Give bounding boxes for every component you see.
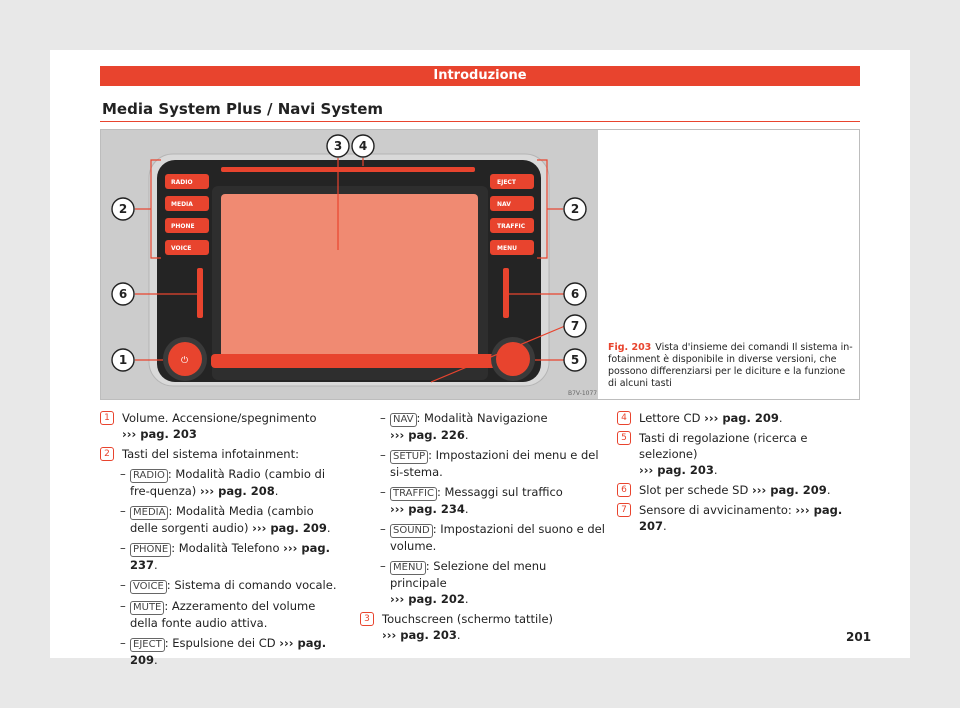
page-reference: ››› pag. 209 bbox=[130, 636, 327, 667]
legend-subitem: –SETUP: Impostazioni dei menu e del si-s… bbox=[380, 448, 599, 479]
legend-item: 3 Touchscreen (schermo tattile) ››› pag.… bbox=[360, 611, 605, 643]
legend-item: 5 Tasti di regolazione (ricerca e selezi… bbox=[617, 430, 860, 478]
legend-subitem: –MUTE: Azzeramento del volume della font… bbox=[120, 599, 316, 630]
page-reference: ››› pag. 209 bbox=[704, 411, 779, 425]
svg-text:⏻: ⏻ bbox=[181, 355, 188, 366]
legend-subitem: –PHONE: Modalità Telefono ››› pag. 237. bbox=[120, 541, 330, 572]
callout-4: 4 bbox=[359, 139, 367, 153]
page-reference: ››› pag. 202 bbox=[390, 592, 465, 606]
title-rule bbox=[100, 121, 860, 122]
legend-item: 2 Tasti del sistema infotainment: bbox=[100, 446, 345, 462]
button-nav: NAV bbox=[497, 201, 511, 208]
subitem-text: : Azzeramento del volume della fonte aud… bbox=[130, 599, 316, 630]
item-text: Lettore CD bbox=[639, 411, 701, 425]
item-number: 1 bbox=[100, 411, 114, 425]
subitem-text: : Modalità Media (cambio delle sorgenti … bbox=[130, 504, 314, 535]
key-voice: VOICE bbox=[130, 580, 167, 594]
page-reference: ››› pag. 237 bbox=[130, 541, 330, 572]
item-number: 3 bbox=[360, 612, 374, 626]
key-mute: MUTE bbox=[130, 601, 165, 615]
callout-6-right: 6 bbox=[571, 287, 579, 301]
figure-caption-text: Vista d'insieme dei comandi Il sistema i… bbox=[608, 342, 853, 389]
callout-7: 7 bbox=[571, 319, 579, 333]
item-number: 6 bbox=[617, 483, 631, 497]
subitem-text: : Impostazioni del suono e del volume. bbox=[390, 522, 605, 553]
subitem-text: : Espulsione dei CD bbox=[164, 636, 276, 650]
key-sound: SOUND bbox=[390, 524, 433, 538]
figure-label: Fig. 203 bbox=[608, 342, 652, 353]
subitem-text: : Selezione del menu principale bbox=[390, 559, 547, 590]
callout-5: 5 bbox=[571, 353, 579, 367]
legend-subitem: –VOICE: Sistema di comando vocale. bbox=[120, 578, 337, 594]
subitem-text: : Modalità Radio (cambio di fre-quenza) bbox=[130, 467, 326, 498]
item-text: Tasti del sistema infotainment: bbox=[122, 447, 299, 461]
button-voice: VOICE bbox=[171, 245, 191, 252]
subitem-text: : Modalità Navigazione bbox=[416, 411, 548, 425]
button-phone: PHONE bbox=[171, 223, 195, 230]
item-number: 4 bbox=[617, 411, 631, 425]
touchscreen bbox=[221, 194, 478, 364]
section-title: Media System Plus / Navi System bbox=[102, 100, 383, 118]
subitem-text: : Impostazioni dei menu e del si-stema. bbox=[390, 448, 599, 479]
key-radio: RADIO bbox=[130, 469, 168, 483]
page-reference: ››› pag. 207 bbox=[639, 503, 843, 533]
legend-subitem: –EJECT: Espulsione dei CD ››› pag. 209. bbox=[120, 636, 327, 667]
button-media: MEDIA bbox=[171, 201, 193, 208]
key-phone: PHONE bbox=[130, 543, 172, 557]
legend-subitem: –TRAFFIC: Messaggi sul traffico ››› pag.… bbox=[380, 485, 563, 516]
page-number: 201 bbox=[846, 630, 872, 644]
page-reference: ››› pag. 234 bbox=[390, 502, 465, 516]
legend-item: 1 Volume. Accensione/spegnimento ››› pag… bbox=[100, 410, 345, 442]
button-menu: MENU bbox=[497, 245, 517, 252]
callout-1: 1 bbox=[119, 353, 127, 367]
legend-column-2: –NAV: Modalità Navigazione ››› pag. 226.… bbox=[360, 410, 605, 647]
figure-code: B7V-1077 bbox=[568, 390, 598, 397]
legend-subitem: –RADIO: Modalità Radio (cambio di fre-qu… bbox=[120, 467, 326, 498]
legend-subitem: –MENU: Selezione del menu principale ›››… bbox=[380, 559, 547, 606]
item-text: Volume. Accensione/spegnimento bbox=[122, 411, 317, 425]
page-reference: ››› pag. 203 bbox=[122, 427, 197, 441]
key-traffic: TRAFFIC bbox=[390, 487, 437, 501]
callout-2-left: 2 bbox=[119, 202, 127, 216]
chapter-header: Introduzione bbox=[100, 66, 860, 86]
item-text: Slot per schede SD bbox=[639, 483, 749, 497]
item-text: Sensore di avvicinamento: bbox=[639, 503, 792, 517]
legend-item: 6 Slot per schede SD ››› pag. 209. bbox=[617, 482, 860, 498]
legend-subitem: –SOUND: Impostazioni del suono e del vol… bbox=[380, 522, 605, 553]
item-text: Tasti di regolazione (ricerca e selezion… bbox=[639, 431, 808, 461]
item-text: Touchscreen (schermo tattile) bbox=[382, 612, 554, 626]
legend-subitem: –MEDIA: Modalità Media (cambio delle sor… bbox=[120, 504, 331, 535]
callout-2-right: 2 bbox=[571, 202, 579, 216]
page-reference: ››› pag. 209 bbox=[252, 521, 327, 535]
callout-6-left: 6 bbox=[119, 287, 127, 301]
button-eject: EJECT bbox=[497, 179, 517, 186]
item-number: 7 bbox=[617, 503, 631, 517]
subitem-text: : Messaggi sul traffico bbox=[436, 485, 563, 499]
page-reference: ››› pag. 203 bbox=[639, 463, 714, 477]
item-number: 5 bbox=[617, 431, 631, 445]
subitem-text: : Modalità Telefono bbox=[171, 541, 280, 555]
legend-item: 7 Sensore di avvicinamento: ››› pag. 207… bbox=[617, 502, 860, 534]
key-media: MEDIA bbox=[130, 506, 169, 520]
page-reference: ››› pag. 226 bbox=[390, 428, 465, 442]
key-eject: EJECT bbox=[130, 638, 165, 652]
item-number: 2 bbox=[100, 447, 114, 461]
legend-column-3: 4 Lettore CD ››› pag. 209. 5 Tasti di re… bbox=[617, 410, 860, 538]
page-reference: ››› pag. 209 bbox=[751, 483, 827, 497]
subitem-text: : Sistema di comando vocale. bbox=[166, 578, 337, 592]
key-setup: SETUP bbox=[390, 450, 429, 464]
button-radio: RADIO bbox=[171, 179, 193, 186]
button-traffic: TRAFFIC bbox=[497, 223, 526, 230]
page-reference: ››› pag. 203 bbox=[382, 628, 457, 642]
key-menu: MENU bbox=[390, 561, 426, 575]
radio-unit-illustration: RADIO MEDIA PHONE VOICE EJECT NAV TRAFFI… bbox=[101, 130, 598, 399]
legend-item: 4 Lettore CD ››› pag. 209. bbox=[617, 410, 860, 426]
callout-3: 3 bbox=[334, 139, 342, 153]
legend-column-1: 1 Volume. Accensione/spegnimento ››› pag… bbox=[100, 410, 345, 672]
key-nav: NAV bbox=[390, 413, 417, 427]
page-reference: ››› pag. 208 bbox=[199, 484, 275, 498]
legend-subitem: –NAV: Modalità Navigazione ››› pag. 226. bbox=[380, 411, 548, 442]
